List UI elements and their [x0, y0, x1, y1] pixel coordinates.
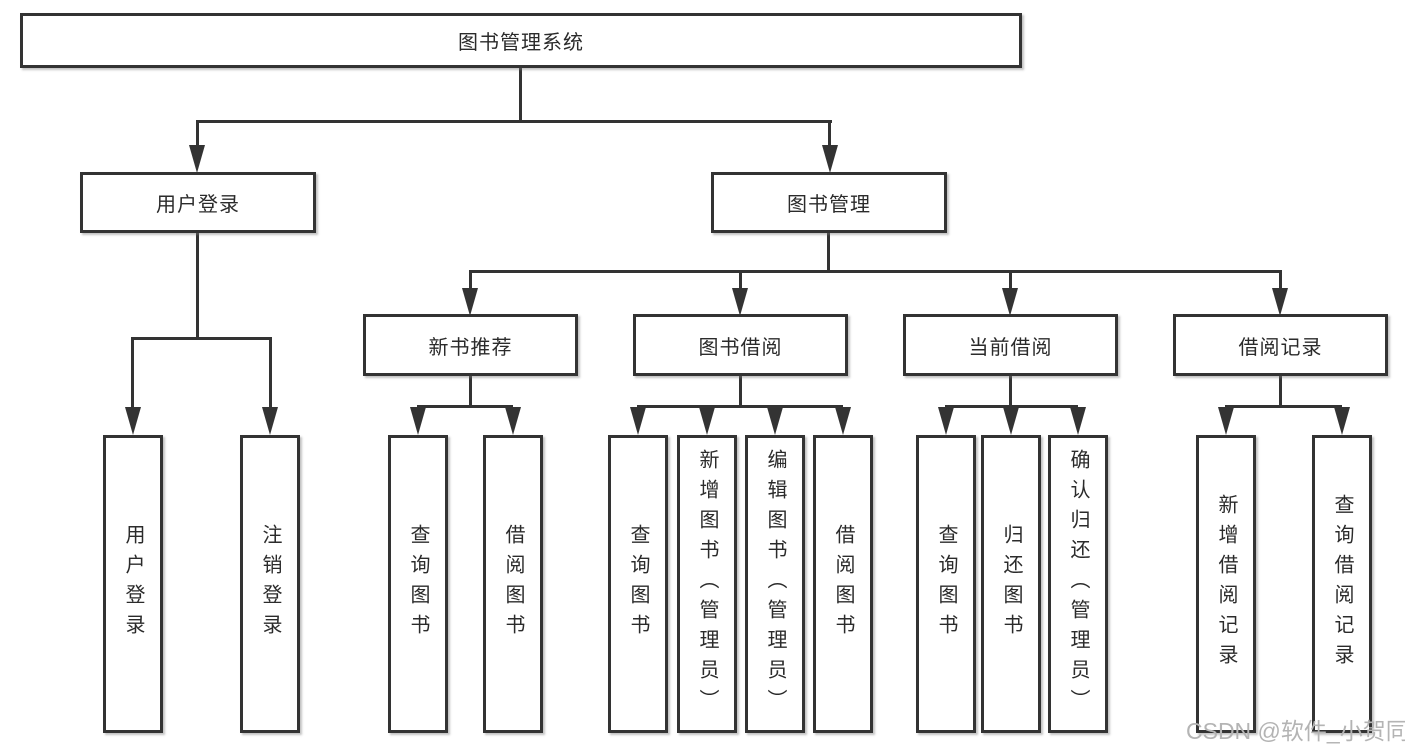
leaf-label: 新增图书（管理员）	[696, 449, 718, 719]
node-leaf-add-books-admin: 新增图书（管理员）	[677, 435, 737, 733]
node-book-management: 图书管理	[711, 172, 947, 233]
arrow-down-icon	[189, 145, 205, 173]
node-leaf-return-books: 归还图书	[981, 435, 1041, 733]
arrow-down-icon	[630, 407, 646, 435]
arrow-down-icon	[1272, 288, 1288, 316]
connector-user-login-crossbar	[132, 337, 272, 340]
connector-current-borrow-crossbar	[945, 405, 1078, 408]
node-leaf-user-login: 用户登录	[103, 435, 163, 733]
connector-borrow-records-stem	[1279, 376, 1282, 408]
arrow-down-icon	[835, 407, 851, 435]
connector-root-stem	[519, 68, 522, 122]
arrow-down-icon	[767, 407, 783, 435]
node-leaf-borrow-books-1: 借阅图书	[483, 435, 543, 733]
leaf-label: 查询图书	[407, 524, 429, 644]
leaf-label: 借阅图书	[832, 524, 854, 644]
node-borrowing-records: 借阅记录	[1173, 314, 1388, 376]
arrow-down-icon	[262, 407, 278, 435]
connector-book-borrow-stem	[739, 376, 742, 408]
node-leaf-query-borrow-record: 查询借阅记录	[1312, 435, 1372, 733]
connector-root-crossbar	[196, 120, 832, 123]
node-leaf-logout: 注销登录	[240, 435, 300, 733]
connector-user-login-stem	[196, 233, 199, 339]
arrow-down-icon	[462, 288, 478, 316]
leaf-label: 借阅图书	[502, 524, 524, 644]
connector-drop-current-borrow	[1009, 270, 1012, 290]
leaf-label: 查询图书	[935, 524, 957, 644]
csdn-watermark: CSDN @软件_小贺同学	[1186, 718, 1405, 744]
node-book-borrowing: 图书借阅	[633, 314, 848, 376]
connector-new-book-rec-crossbar	[417, 405, 513, 408]
connector-current-borrow-stem	[1009, 376, 1012, 408]
connector-book-borrow-crossbar	[637, 405, 843, 408]
leaf-label: 用户登录	[122, 524, 144, 644]
connector-drop-user-login	[196, 120, 199, 148]
leaf-label: 查询借阅记录	[1331, 494, 1353, 674]
node-leaf-query-books-3: 查询图书	[916, 435, 976, 733]
arrow-down-icon	[699, 407, 715, 435]
node-current-borrowing: 当前借阅	[903, 314, 1118, 376]
connector-drop-leaf-user-login	[131, 337, 134, 409]
leaf-label: 编辑图书（管理员）	[764, 449, 786, 719]
node-new-book-recommendation: 新书推荐	[363, 314, 578, 376]
arrow-down-icon	[410, 407, 426, 435]
connector-book-management-crossbar	[469, 270, 1282, 273]
connector-drop-borrow-records	[1279, 270, 1282, 290]
arrow-down-icon	[1334, 407, 1350, 435]
node-leaf-add-borrow-record: 新增借阅记录	[1196, 435, 1256, 733]
node-library-management-system: 图书管理系统	[20, 13, 1022, 68]
connector-drop-new-book-rec	[469, 270, 472, 290]
node-leaf-query-books-1: 查询图书	[388, 435, 448, 733]
leaf-label: 查询图书	[627, 524, 649, 644]
node-leaf-query-books-2: 查询图书	[608, 435, 668, 733]
arrow-down-icon	[1218, 407, 1234, 435]
node-user-login: 用户登录	[80, 172, 316, 233]
leaf-label: 确认归还（管理员）	[1067, 449, 1089, 719]
arrow-down-icon	[938, 407, 954, 435]
connector-new-book-rec-stem	[469, 376, 472, 408]
arrow-down-icon	[505, 407, 521, 435]
connector-borrow-records-crossbar	[1225, 405, 1342, 408]
connector-book-management-stem	[827, 233, 830, 273]
node-leaf-edit-books-admin: 编辑图书（管理员）	[745, 435, 805, 733]
node-leaf-confirm-return-admin: 确认归还（管理员）	[1048, 435, 1108, 733]
leaf-label: 归还图书	[1000, 524, 1022, 644]
connector-drop-leaf-logout	[269, 337, 272, 409]
arrow-down-icon	[822, 145, 838, 173]
arrow-down-icon	[125, 407, 141, 435]
arrow-down-icon	[1002, 288, 1018, 316]
arrow-down-icon	[1003, 407, 1019, 435]
connector-drop-book-borrow	[739, 270, 742, 290]
arrow-down-icon	[732, 288, 748, 316]
arrow-down-icon	[1070, 407, 1086, 435]
leaf-label: 注销登录	[259, 524, 281, 644]
leaf-label: 新增借阅记录	[1215, 494, 1237, 674]
node-leaf-borrow-books-2: 借阅图书	[813, 435, 873, 733]
connector-drop-book-management	[828, 120, 831, 148]
